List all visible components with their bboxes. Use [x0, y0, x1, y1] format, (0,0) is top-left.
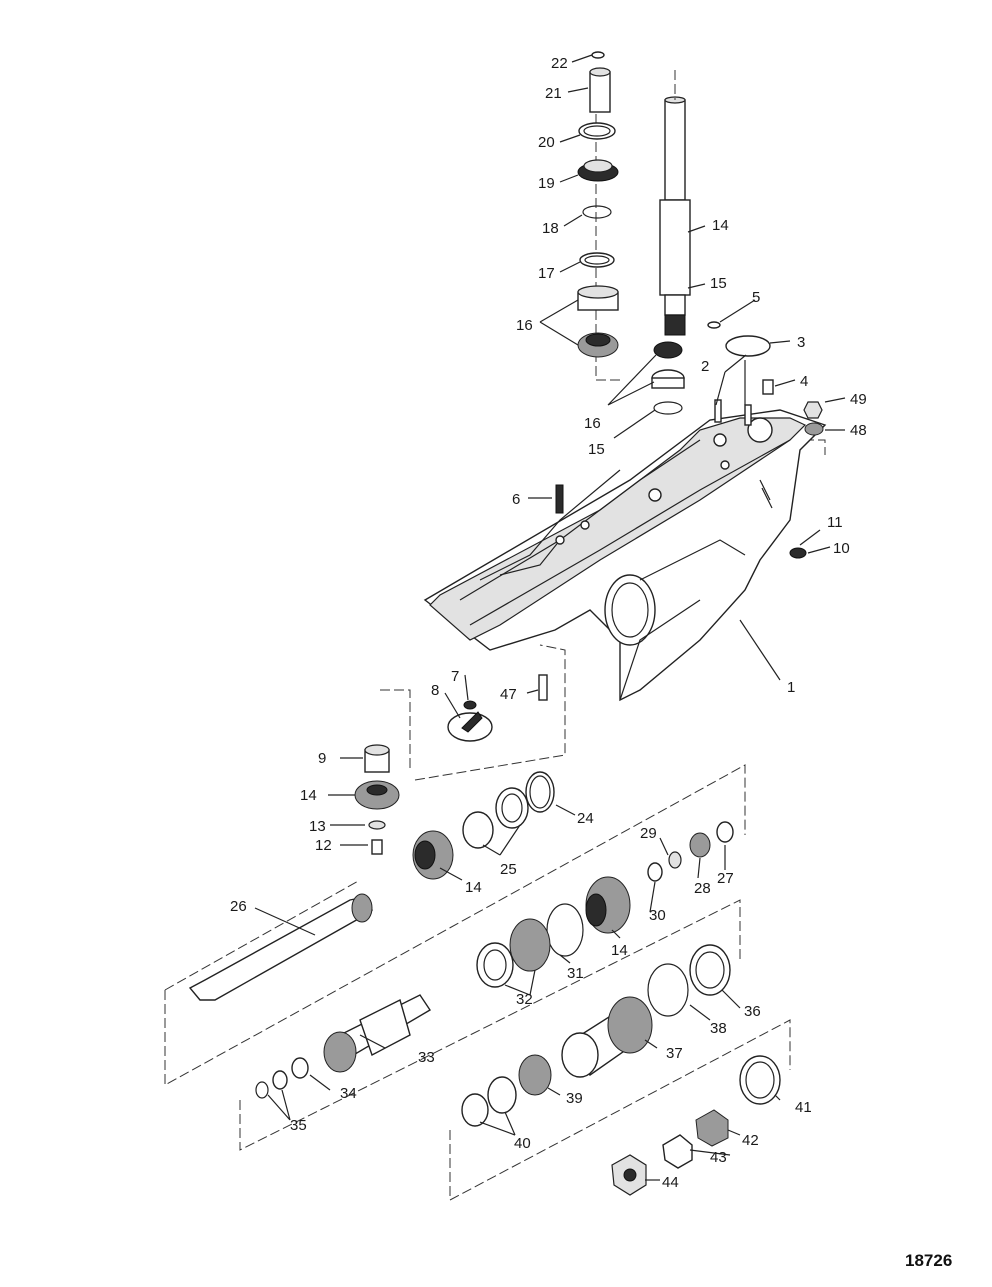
callout-22: 19 [538, 175, 555, 192]
callout-5: 5 [752, 289, 760, 306]
callout-27: 25 [500, 861, 517, 878]
callout-42: 40 [514, 1135, 531, 1152]
callout-23: 20 [538, 134, 555, 151]
callout-34: 32 [516, 991, 533, 1008]
callout-4: 4 [800, 373, 808, 390]
drawing-number: 18726 [905, 1251, 952, 1270]
leader-lines [254, 54, 846, 1181]
callout-39: 37 [666, 1045, 683, 1062]
callout-7: 7 [451, 668, 459, 685]
callout-26: 24 [577, 810, 594, 827]
callout-14-pinion: 14 [300, 787, 317, 804]
callout-41: 39 [566, 1090, 583, 1107]
small-parts [555, 321, 824, 559]
callout-1: 1 [787, 679, 795, 696]
drive-shaft [659, 70, 691, 336]
callout-45: 43 [710, 1149, 727, 1166]
callout-44: 42 [742, 1132, 759, 1149]
callout-19: 16 [516, 317, 533, 334]
callout-2: 2 [701, 358, 709, 375]
callout-46: 44 [662, 1174, 679, 1191]
callout-14-forward: 14 [465, 879, 482, 896]
callout-24: 21 [545, 85, 562, 102]
callout-31: 29 [640, 825, 657, 842]
callout-14-reverse: 14 [611, 942, 628, 959]
callout-10: 10 [833, 540, 850, 557]
pinion-group [354, 674, 548, 855]
callout-8: 8 [431, 682, 439, 699]
callout-25: 22 [551, 55, 568, 72]
callout-18: 15 [710, 275, 727, 292]
callout-38: 36 [744, 1003, 761, 1020]
callout-16: 16 [584, 415, 601, 432]
callout-15: 15 [588, 441, 605, 458]
callout-47: 47 [500, 686, 517, 703]
callout-35: 33 [418, 1049, 435, 1066]
callout-12: 12 [315, 837, 332, 854]
upper-bearing-stack [577, 51, 619, 358]
callout-37: 35 [290, 1117, 307, 1134]
callout-32: 30 [649, 907, 666, 924]
callout-9: 9 [318, 750, 326, 767]
callout-3: 3 [797, 334, 805, 351]
callout-48: 48 [850, 422, 867, 439]
callout-30: 28 [694, 880, 711, 897]
callout-13: 13 [309, 818, 326, 835]
callout-28: 26 [230, 898, 247, 915]
callout-36: 34 [340, 1085, 357, 1102]
propeller-shaft-gears [188, 771, 734, 1001]
callout-17: 14 [712, 217, 729, 234]
gear-housing [423, 409, 827, 702]
callout-11: 11 [827, 514, 843, 531]
callout-49: 49 [850, 391, 867, 408]
callout-6: 6 [512, 491, 520, 508]
callout-21: 18 [542, 220, 559, 237]
callout-40: 38 [710, 1020, 727, 1037]
callout-20: 17 [538, 265, 555, 282]
clutch-shaft-group [255, 918, 781, 1196]
lower-shaft-bearing [651, 341, 685, 415]
assembly-group-outlines [164, 100, 826, 1201]
callout-29: 27 [717, 870, 734, 887]
callout-43: 41 [795, 1099, 812, 1116]
callout-labels: 22 21 20 19 18 17 16 14 15 5 3 2 4 49 48… [230, 55, 867, 1191]
callout-33: 31 [567, 965, 584, 982]
